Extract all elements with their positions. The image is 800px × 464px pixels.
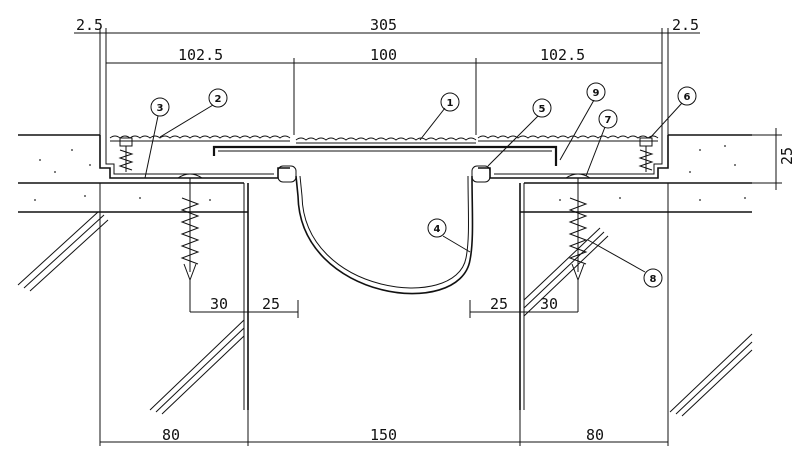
- screw-left: [118, 137, 134, 172]
- callout-6: 6: [677, 86, 697, 106]
- callout-5-label: 5: [539, 104, 546, 115]
- callout-9-label: 9: [593, 88, 600, 99]
- callout-5: 5: [532, 98, 552, 118]
- dim-bottom-left: 80: [162, 426, 180, 444]
- dim-anchor-left-25: 25: [262, 295, 280, 313]
- callout-leaders: [144, 99, 683, 273]
- callout-9: 9: [586, 82, 606, 102]
- dim-bottom-center: 150: [370, 426, 397, 444]
- anchor-left: [176, 173, 204, 312]
- slab-right: [519, 134, 752, 410]
- dim-anchor-right-25: 25: [490, 295, 508, 313]
- flexible-seal: [295, 175, 474, 295]
- dim-upper-left: 102.5: [178, 46, 223, 64]
- callout-4-label: 4: [434, 224, 441, 235]
- screw-right: [638, 137, 654, 172]
- hatch-lines: [17, 211, 753, 417]
- callout-2-label: 2: [215, 94, 222, 105]
- dim-top-total: 305: [370, 16, 397, 34]
- callout-7: 7: [598, 109, 618, 129]
- aluminium-profile-right: [471, 135, 669, 183]
- callout-2: 2: [208, 88, 228, 108]
- callout-3-label: 3: [157, 103, 164, 114]
- callout-1-label: 1: [447, 98, 454, 109]
- slab-left: [18, 134, 249, 410]
- dim-top-left-gap: 2.5: [76, 16, 103, 34]
- dim-anchor-left-30: 30: [210, 295, 228, 313]
- callout-6-label: 6: [684, 92, 691, 103]
- callout-8: 8: [643, 268, 663, 288]
- aluminium-profile-left: [99, 135, 297, 183]
- callout-7-label: 7: [605, 115, 612, 126]
- dim-upper-right: 102.5: [540, 46, 585, 64]
- dimension-lines: [74, 28, 782, 446]
- dim-side-thickness: 25: [778, 147, 796, 165]
- dim-bottom-right: 80: [586, 426, 604, 444]
- dim-anchor-right-30: 30: [540, 295, 558, 313]
- callout-8-label: 8: [650, 274, 657, 285]
- dim-upper-center: 100: [370, 46, 397, 64]
- callout-4: 4: [427, 218, 447, 238]
- callout-3: 3: [150, 97, 170, 117]
- anchor-right: [564, 173, 592, 312]
- cover-plate: [109, 135, 659, 166]
- dim-top-right-gap: 2.5: [672, 16, 699, 34]
- callout-1: 1: [440, 92, 460, 112]
